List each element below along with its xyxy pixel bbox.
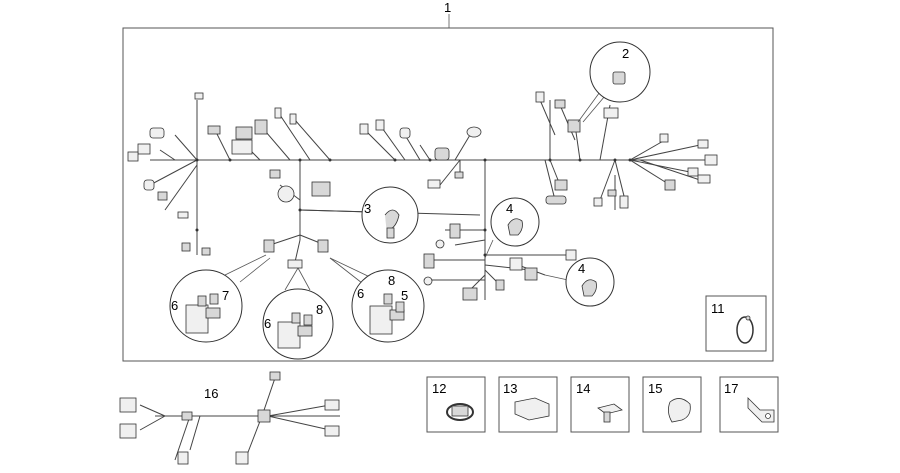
part-13-box: 13 — [498, 376, 558, 433]
callout-6-8-5-group: 6 8 5 — [329, 257, 425, 343]
callout-11: 11 — [711, 301, 725, 316]
callout-4a-group: 4 — [484, 197, 540, 259]
part-14-box: 14 — [570, 376, 630, 433]
callout-12: 12 — [432, 381, 446, 396]
callout-15: 15 — [648, 381, 662, 396]
callout-4a: 4 — [506, 201, 513, 216]
callout-5: 5 — [401, 288, 408, 303]
main-harness-frame — [122, 27, 774, 362]
callout-7: 7 — [222, 288, 229, 303]
callout-3: 3 — [364, 201, 371, 216]
callout-6c: 6 — [357, 286, 364, 301]
callout-8a: 8 — [316, 302, 323, 317]
callout-3-group: 3 — [361, 186, 419, 244]
harness-connectors — [127, 91, 718, 301]
part-12-box: 12 — [426, 376, 486, 433]
callout-2-group: 2 — [577, 41, 651, 123]
callout-13: 13 — [503, 381, 517, 396]
callout-6-7-group: 6 7 — [169, 254, 271, 343]
callout-2: 2 — [622, 46, 629, 61]
part-17-box: 17 — [719, 376, 779, 433]
callout-16: 16 — [204, 386, 218, 401]
callout-1: 1 — [444, 0, 451, 15]
callout-6b: 6 — [264, 316, 271, 331]
part-15-box: 15 — [642, 376, 702, 433]
callout-4b-group: 4 — [544, 257, 615, 307]
callout-17: 17 — [724, 381, 738, 396]
part-16-harness: 16 — [119, 371, 340, 465]
callout-6-8-middle-group: 6 8 — [262, 267, 334, 360]
callout-8b: 8 — [388, 273, 395, 288]
callout-6a: 6 — [171, 298, 178, 313]
callout-4b: 4 — [578, 261, 585, 276]
junction-dots — [195, 158, 632, 257]
part-11-box: 11 — [705, 295, 767, 352]
callout-14: 14 — [576, 381, 590, 396]
